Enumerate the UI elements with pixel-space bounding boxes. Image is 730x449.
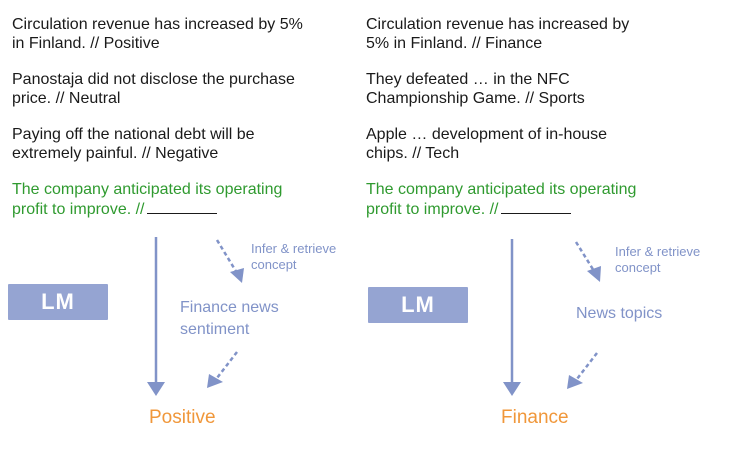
- concept-note-line2: concept: [615, 260, 661, 275]
- main-arrow-head: [147, 382, 165, 396]
- example-3-line1: Apple … development of in-house: [366, 126, 608, 143]
- example-3-line2: chips. // Tech: [366, 145, 460, 162]
- example-1: Circulation revenue has increased by 5% …: [366, 15, 629, 53]
- example-2-line1: They defeated … in the NFC: [366, 71, 570, 88]
- retrieve-arrow-shaft: [215, 239, 239, 274]
- example-1-line2: in Finland. // Positive: [12, 35, 160, 52]
- query-line1: The company anticipated its operating: [12, 181, 283, 198]
- left-panel: Circulation revenue has increased by 5% …: [0, 0, 360, 449]
- concept-line2: sentiment: [180, 321, 250, 338]
- query: The company anticipated its operating pr…: [366, 180, 636, 219]
- concept-note-line2: concept: [251, 257, 297, 272]
- concept-arrow-head: [567, 375, 583, 389]
- answer-label: Finance: [501, 407, 569, 428]
- left-arrows: [147, 237, 244, 396]
- example-1: Circulation revenue has increased by 5% …: [12, 15, 303, 53]
- example-2-line2: price. // Neutral: [12, 90, 121, 107]
- right-arrows: [503, 239, 601, 396]
- query: The company anticipated its operating pr…: [12, 180, 282, 219]
- concept-note-line1: Infer & retrieve: [251, 241, 337, 256]
- query-line2-wrap: profit to improve. //: [12, 199, 282, 219]
- concept-note: Infer & retrieve concept: [615, 244, 700, 276]
- example-3: Paying off the national debt will be ext…: [12, 125, 255, 163]
- concept-arrow-head: [207, 374, 223, 388]
- main-arrow-head: [503, 382, 521, 396]
- right-panel: Circulation revenue has increased by 5% …: [360, 0, 720, 449]
- lm-box: LM: [368, 287, 468, 323]
- query-line2-wrap: profit to improve. //: [366, 199, 636, 219]
- lm-box: LM: [8, 284, 108, 320]
- concept-line1: Finance news: [180, 299, 279, 316]
- example-3-line1: Paying off the national debt will be: [12, 126, 255, 143]
- answer-label: Positive: [149, 407, 216, 428]
- concept-line1: News topics: [576, 305, 663, 322]
- concept-label: Finance news sentiment: [180, 297, 279, 341]
- example-1-line1: Circulation revenue has increased by: [366, 16, 630, 33]
- example-3: Apple … development of in-house chips. /…: [366, 125, 607, 163]
- answer-blank: [146, 199, 217, 214]
- answer-blank: [500, 199, 571, 214]
- example-1-line2: 5% in Finland. // Finance: [366, 35, 543, 52]
- query-line2: profit to improve. //: [366, 201, 499, 218]
- query-line1: The company anticipated its operating: [366, 181, 637, 198]
- example-2: They defeated … in the NFC Championship …: [366, 70, 585, 108]
- retrieve-arrow-head: [230, 268, 244, 283]
- example-3-line2: extremely painful. // Negative: [12, 145, 219, 162]
- example-2-line1: Panostaja did not disclose the purchase: [12, 71, 295, 88]
- concept-note: Infer & retrieve concept: [251, 241, 336, 273]
- retrieve-arrow-head: [587, 266, 601, 282]
- retrieve-arrow-shaft: [574, 241, 596, 272]
- concept-label: News topics: [576, 303, 662, 325]
- query-line2: profit to improve. //: [12, 201, 145, 218]
- concept-note-line1: Infer & retrieve: [615, 244, 701, 259]
- example-2-line2: Championship Game. // Sports: [366, 90, 585, 107]
- example-1-line1: Circulation revenue has increased by 5%: [12, 16, 303, 33]
- concept-arrow-shaft: [576, 352, 598, 380]
- example-2: Panostaja did not disclose the purchase …: [12, 70, 295, 108]
- concept-arrow-shaft: [216, 351, 238, 379]
